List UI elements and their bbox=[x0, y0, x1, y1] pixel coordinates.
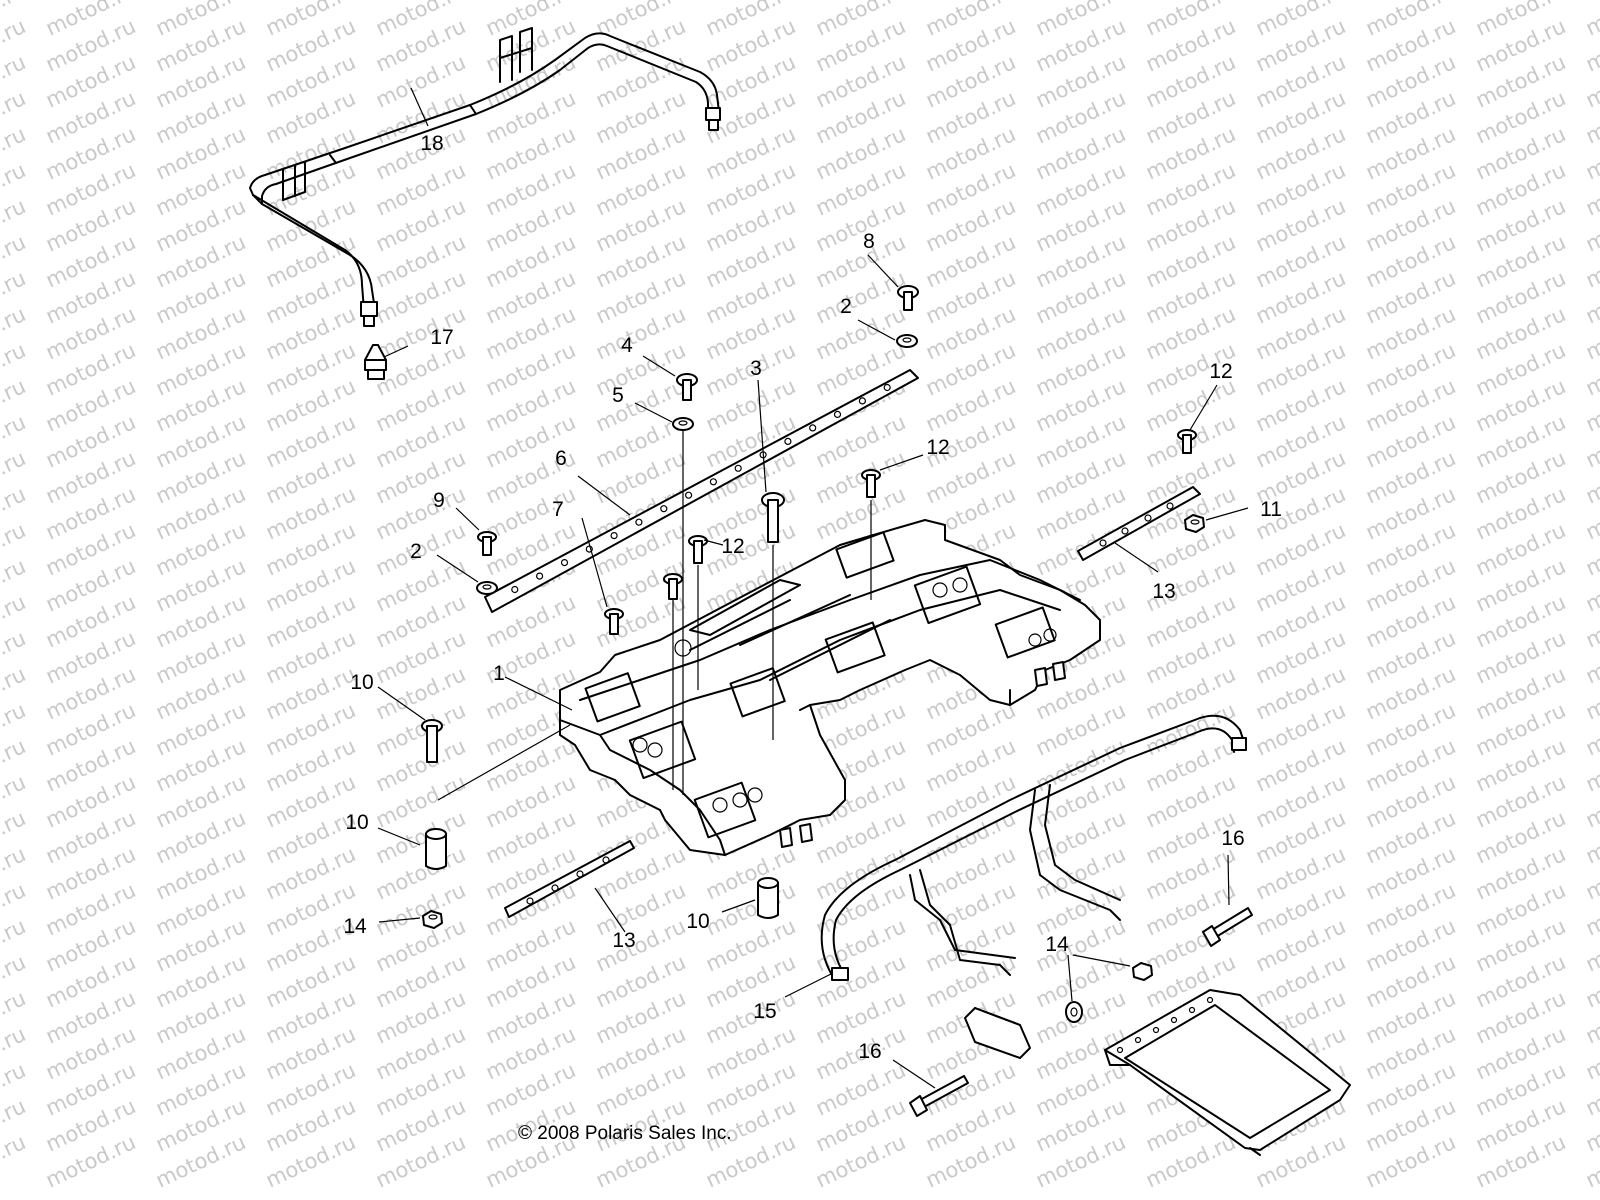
lower-frame bbox=[1104, 989, 1351, 1156]
bolt-part-8-left bbox=[477, 531, 497, 556]
callout-12-right: 12 bbox=[1209, 360, 1232, 383]
callout-2-right: 2 bbox=[840, 295, 852, 318]
bolt-part-12-left bbox=[688, 535, 708, 564]
callout-labels: 18 17 8 2 4 3 5 12 12 6 9 7 11 12 2 13 1… bbox=[343, 132, 1282, 1063]
frame-hole bbox=[1170, 1016, 1178, 1024]
rack-deck-part-1 bbox=[559, 519, 1101, 856]
strip-hole bbox=[610, 531, 618, 540]
callout-11: 11 bbox=[1260, 498, 1282, 521]
frame-hole bbox=[1152, 1026, 1160, 1034]
strip-hole bbox=[809, 424, 817, 432]
washer-part-5 bbox=[672, 417, 694, 431]
strip-hole bbox=[560, 558, 569, 567]
spacer-part-10-left bbox=[425, 828, 447, 870]
strip-hole bbox=[535, 572, 544, 580]
callout-5: 5 bbox=[612, 384, 624, 407]
strip-part-13-right bbox=[1077, 486, 1201, 561]
callout-10-right: 10 bbox=[686, 910, 709, 933]
bolt-part-4 bbox=[676, 373, 698, 401]
bracket-plate bbox=[964, 1007, 1031, 1059]
strip-hole bbox=[511, 585, 519, 594]
watermark-text: motod.ru bbox=[1582, 0, 1600, 41]
strip-hole bbox=[883, 383, 891, 392]
strip-hole bbox=[784, 437, 792, 445]
watermark-text: motod.ru bbox=[0, 1130, 29, 1192]
bolt-part-7a bbox=[663, 573, 683, 600]
bolt-part-3 bbox=[761, 492, 785, 543]
callout-1: 1 bbox=[493, 662, 505, 685]
callout-8-left: 9 bbox=[433, 489, 445, 512]
frame-hole bbox=[1134, 1036, 1142, 1044]
strip-hole bbox=[833, 410, 842, 418]
callout-10-left: 10 bbox=[345, 811, 368, 834]
callout-8-right: 8 bbox=[863, 230, 875, 253]
spacer-part-10-right bbox=[757, 877, 779, 919]
callout-7: 7 bbox=[552, 498, 564, 521]
bolt-part-8-right bbox=[897, 285, 919, 311]
strip-hole bbox=[709, 478, 718, 486]
bolt-part-7b bbox=[604, 608, 624, 635]
frame-hole bbox=[1188, 1006, 1196, 1014]
support-frame-part-15 bbox=[820, 714, 1247, 981]
bolt-part-16-right bbox=[1202, 907, 1253, 947]
callout-9: 10 bbox=[350, 671, 373, 694]
washer-part-14-right bbox=[1065, 1001, 1083, 1023]
strip-part-6 bbox=[484, 369, 919, 613]
washer-part-2-left bbox=[476, 581, 498, 595]
bolt-part-16-bottom bbox=[909, 1075, 969, 1117]
strip-hole bbox=[734, 464, 742, 472]
leader-lines bbox=[377, 87, 1249, 1089]
rack-rail-part-18 bbox=[249, 27, 721, 327]
washer-part-2-right bbox=[896, 334, 918, 348]
strip-hole bbox=[858, 397, 867, 405]
copyright-notice: © 2008 Polaris Sales Inc. bbox=[518, 1123, 732, 1144]
callout-13-right: 13 bbox=[1152, 580, 1175, 603]
nut-part-14-left bbox=[422, 910, 443, 929]
frame-hole bbox=[1116, 1046, 1124, 1054]
strip-hole bbox=[684, 491, 693, 499]
callout-16-bottom: 16 bbox=[858, 1040, 881, 1063]
callout-16-right: 16 bbox=[1221, 827, 1244, 850]
callout-4: 4 bbox=[621, 334, 633, 357]
callout-14-right: 14 bbox=[1045, 933, 1069, 956]
callout-12-center: 12 bbox=[926, 436, 949, 459]
bolt-part-9 bbox=[421, 719, 443, 763]
callout-18: 18 bbox=[420, 132, 443, 155]
watermark-text: motod.ru bbox=[1582, 0, 1600, 5]
strip-part-13-left bbox=[504, 840, 635, 918]
callout-17: 17 bbox=[430, 326, 453, 349]
callout-6: 6 bbox=[555, 447, 567, 470]
callout-12-left: 12 bbox=[721, 535, 744, 558]
frame-hole bbox=[1206, 996, 1214, 1004]
plug-part-17 bbox=[364, 344, 387, 380]
callout-3: 3 bbox=[750, 357, 762, 380]
callout-14-left: 14 bbox=[343, 915, 367, 938]
nut-part-14-right bbox=[1132, 962, 1153, 981]
callout-13-left: 13 bbox=[612, 929, 635, 952]
callout-15: 15 bbox=[753, 1000, 776, 1023]
nut-part-11 bbox=[1184, 514, 1205, 533]
callout-2-left: 2 bbox=[410, 540, 422, 563]
strip-hole bbox=[635, 518, 643, 526]
strip-hole bbox=[660, 505, 668, 513]
bolt-part-12-center bbox=[861, 469, 881, 498]
bolt-part-12-right bbox=[1177, 429, 1197, 454]
alignment-lines bbox=[672, 430, 872, 795]
